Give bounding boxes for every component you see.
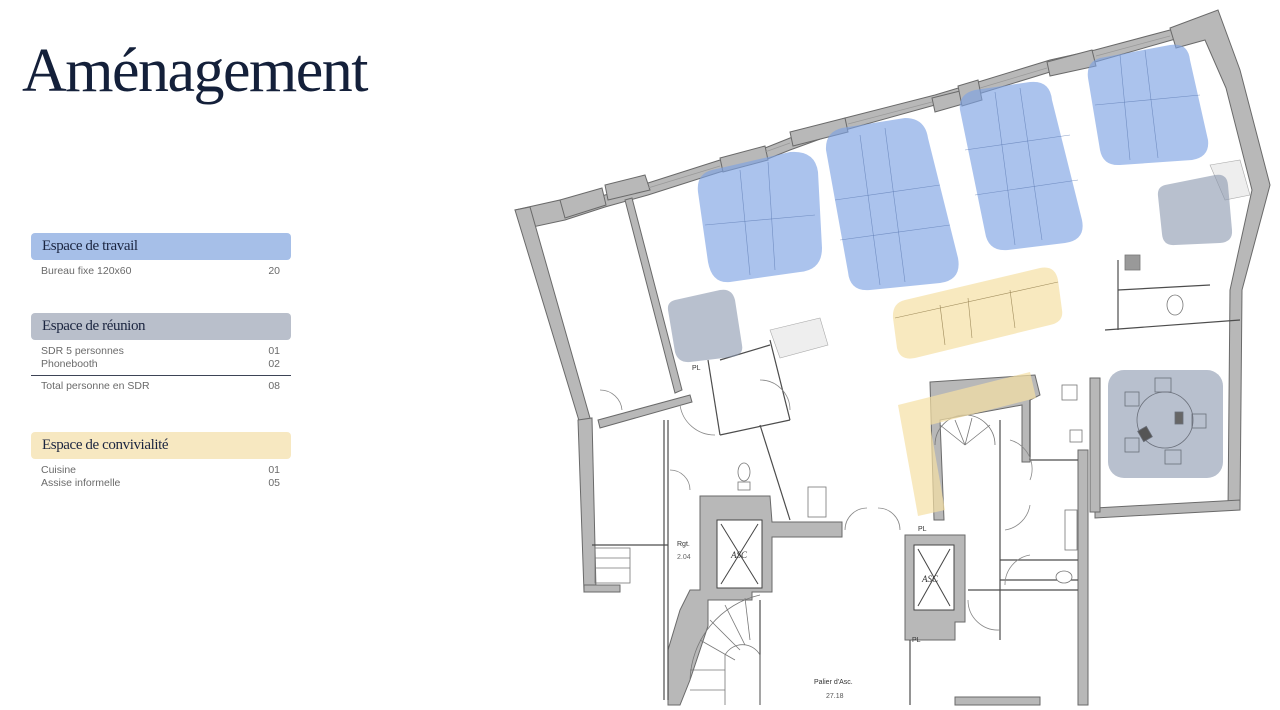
rgt-label: Rgt. — [677, 541, 690, 548]
legend-item-name: SDR 5 personnes — [41, 345, 124, 357]
phonebooth-right — [1157, 174, 1233, 246]
elevator-label-2: ASC — [921, 574, 939, 584]
informal-seating-zone — [898, 372, 1036, 516]
legend-item-value: 05 — [268, 477, 280, 489]
legend-item-value: 02 — [268, 358, 280, 370]
legend-item-value: 01 — [268, 345, 280, 357]
workspace-zones — [697, 44, 1209, 291]
windows — [647, 35, 1171, 189]
legend-group-travail: Espace de travail Bureau fixe 120x60 20 — [31, 233, 291, 278]
meeting-table — [1124, 377, 1207, 465]
floor-plan: Rgt. 2.04 ASC ASC PL PL PL Palier d'Asc.… — [514, 9, 1271, 706]
workspace-zone-3 — [959, 81, 1083, 251]
legend-total-row: Total personne en SDR 08 — [31, 380, 291, 393]
pl-label-2: PL — [918, 526, 927, 533]
elevator-label-1: ASC — [730, 550, 748, 560]
legend-group-reunion: Espace de réunion SDR 5 personnes 01 Pho… — [31, 313, 291, 393]
elevator-1 — [716, 519, 763, 589]
meeting-room-zone — [1108, 370, 1223, 478]
main-staircase — [594, 547, 761, 705]
legend-row: Cuisine 01 — [31, 464, 291, 477]
workspace-zone-1 — [697, 151, 822, 283]
phonebooth-left — [667, 289, 743, 363]
rgt-number: 2.04 — [677, 554, 691, 561]
legend-item-name: Cuisine — [41, 464, 77, 476]
legend-row: Bureau fixe 120x60 20 — [31, 265, 291, 278]
workspace-zone-2 — [825, 118, 959, 291]
palier-label: Palier d'Asc. — [814, 679, 853, 686]
legend-item-name: Phonebooth — [41, 358, 98, 370]
interior-walls — [592, 260, 1241, 705]
door-swings — [599, 379, 1033, 631]
legend-total-name: Total personne en SDR — [41, 380, 150, 392]
meeting-zones — [667, 174, 1233, 478]
legend-divider — [31, 375, 291, 376]
legend-header-convivialite: Espace de convivialité — [31, 432, 291, 459]
legend-item-value: 20 — [268, 265, 280, 277]
legend-row: SDR 5 personnes 01 — [31, 345, 291, 358]
legend-item-name: Assise informelle — [41, 477, 121, 489]
pl-label-3: PL — [912, 637, 921, 644]
workspace-zone-4 — [1087, 44, 1209, 166]
legend-group-convivialite: Espace de convivialité Cuisine 01 Assise… — [31, 432, 291, 490]
legend-total-value: 08 — [268, 380, 280, 392]
legend-row: Assise informelle 05 — [31, 477, 291, 490]
legend-item-name: Bureau fixe 120x60 — [41, 265, 132, 277]
palier-number: 27.18 — [826, 693, 844, 700]
sanitary-fixtures — [737, 254, 1184, 584]
elevator-2 — [913, 544, 955, 611]
legend-item-value: 01 — [268, 464, 280, 476]
legend-header-travail: Espace de travail — [31, 233, 291, 260]
page-title: Aménagement — [22, 37, 369, 105]
legend-header-reunion: Espace de réunion — [31, 313, 291, 340]
pl-label-1: PL — [692, 365, 701, 372]
legend-row: Phonebooth 02 — [31, 358, 291, 371]
desk-outlines — [704, 49, 1201, 286]
